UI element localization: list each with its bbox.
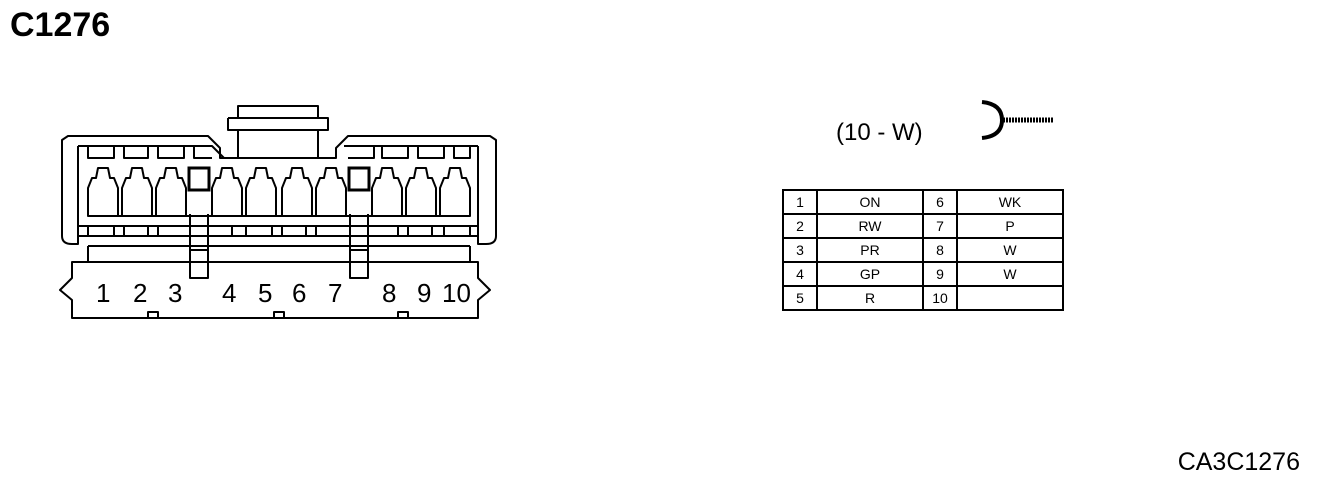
bottom-key — [273, 311, 285, 319]
connector-title: C1276 — [10, 6, 111, 44]
pin-cell: 7 — [922, 213, 958, 239]
pin-cell: 8 — [922, 237, 958, 263]
pin-cell: 10 — [922, 285, 958, 311]
color-cell: ON — [816, 189, 924, 215]
connector-symbol-icon — [981, 100, 1005, 140]
terminal-cavity — [211, 167, 243, 217]
table-row: 5 R 10 — [782, 285, 1064, 311]
figure-code: CA3C1276 — [1177, 448, 1300, 476]
terminal-cavity — [121, 167, 153, 217]
top-latch — [227, 105, 329, 158]
connector-spec-label: (10 - W) — [836, 119, 923, 146]
table-row: 2 RW 7 P — [782, 213, 1064, 239]
terminal-cavity — [405, 167, 437, 217]
lock-window — [347, 166, 371, 192]
color-cell: R — [816, 285, 924, 311]
color-cell: RW — [816, 213, 924, 239]
pin-number: 6 — [292, 278, 306, 308]
pin-number: 4 — [222, 278, 236, 308]
bottom-key — [397, 311, 409, 319]
connector-front — [59, 245, 491, 319]
color-cell — [956, 285, 1064, 311]
color-cell: WK — [956, 189, 1064, 215]
cavity-base — [88, 215, 470, 227]
color-cell: GP — [816, 261, 924, 287]
polarization-tab — [349, 249, 369, 279]
pin-number: 1 — [96, 278, 110, 308]
lock-window — [187, 166, 211, 192]
terminal-cavity — [315, 167, 347, 217]
color-cell: PR — [816, 237, 924, 263]
table-row: 4 GP 9 W — [782, 261, 1064, 287]
top-teeth — [87, 146, 471, 159]
terminal-cavities — [87, 167, 471, 217]
pin-number: 7 — [328, 278, 342, 308]
pin-cell: 4 — [782, 261, 818, 287]
polarization-tab — [189, 249, 209, 279]
terminal-cavity — [87, 167, 119, 217]
cavity-frame — [77, 145, 479, 236]
bottom-key — [147, 311, 159, 319]
table-row: 1 ON 6 WK — [782, 189, 1064, 215]
terminal-cavity — [439, 167, 471, 217]
pin-number: 2 — [133, 278, 147, 308]
pin-number: 5 — [258, 278, 272, 308]
terminal-cavity — [281, 167, 313, 217]
tab-guide — [189, 214, 369, 250]
connector-housing — [61, 135, 497, 245]
pin-number: 8 — [382, 278, 396, 308]
pin-cell: 9 — [922, 261, 958, 287]
bottom-teeth — [113, 226, 445, 236]
pin-number: 3 — [168, 278, 182, 308]
housing-ledge — [78, 225, 478, 237]
pin-cell: 6 — [922, 189, 958, 215]
terminal-cavity — [245, 167, 277, 217]
pin-number-row: 1 2 3 4 5 6 7 8 9 10 — [96, 278, 471, 308]
pin-cell: 2 — [782, 213, 818, 239]
pin-cell: 5 — [782, 285, 818, 311]
pin-cell: 3 — [782, 237, 818, 263]
color-cell: W — [956, 261, 1064, 287]
table-row: 3 PR 8 W — [782, 237, 1064, 263]
pin-cell: 1 — [782, 189, 818, 215]
pin-number: 10 — [442, 278, 471, 308]
pin-number: 9 — [417, 278, 431, 308]
color-cell: P — [956, 213, 1064, 239]
color-cell: W — [956, 237, 1064, 263]
wire-color-table: 1 ON 6 WK 2 RW 7 P 3 PR 8 W 4 GP 9 W 5 R… — [782, 189, 1064, 311]
terminal-cavity — [155, 167, 187, 217]
terminal-cavity — [371, 167, 403, 217]
